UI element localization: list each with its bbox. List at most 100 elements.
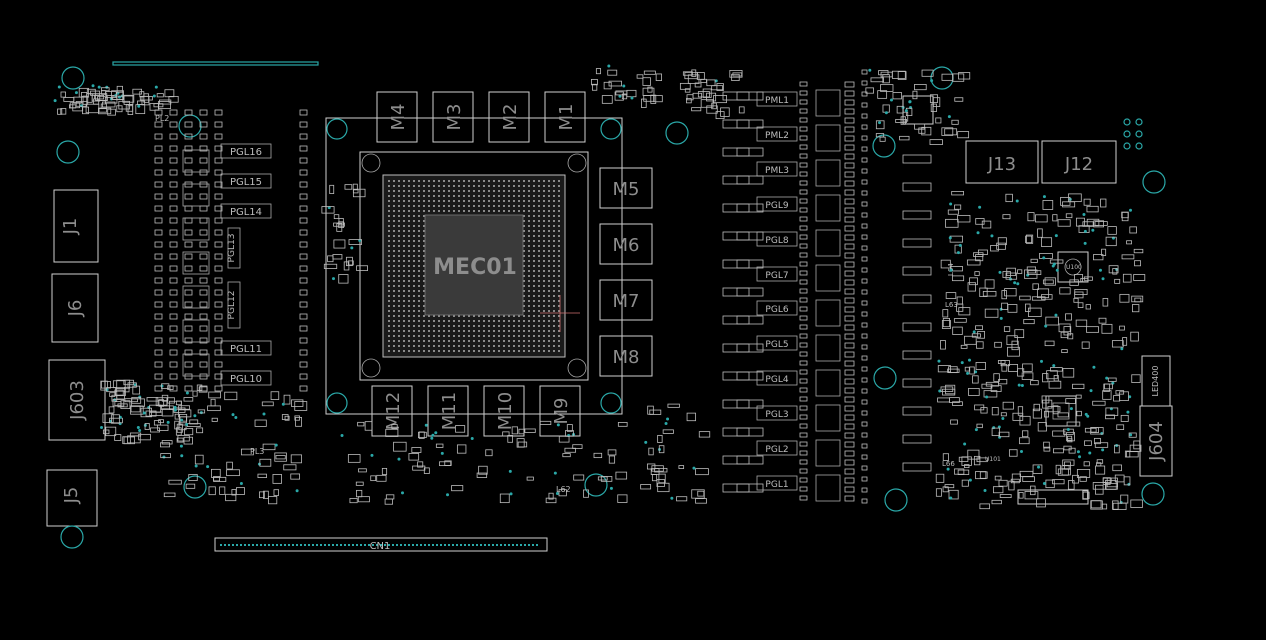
via: [618, 94, 622, 98]
ball: [473, 205, 475, 207]
pad: [154, 373, 163, 380]
component: [695, 498, 707, 504]
component: [1102, 390, 1112, 400]
ball: [528, 205, 530, 207]
component: [1072, 474, 1079, 484]
ball: [488, 325, 490, 327]
component: [608, 80, 622, 87]
component: [975, 362, 986, 370]
component: [992, 486, 1004, 494]
component: [1017, 269, 1023, 274]
ball: [523, 195, 525, 197]
ball: [543, 320, 545, 322]
component: [139, 96, 153, 101]
ball: [538, 245, 540, 247]
component: [511, 426, 518, 435]
component: [98, 107, 112, 115]
component: [591, 83, 598, 91]
ball: [418, 215, 420, 217]
ball: [543, 335, 545, 337]
ball: [428, 335, 430, 337]
ball: [473, 320, 475, 322]
ball: [543, 325, 545, 327]
component: [1019, 295, 1031, 301]
pad: [184, 253, 193, 260]
ball: [488, 320, 490, 322]
component: [262, 443, 276, 451]
ball: [538, 185, 540, 187]
component: [1077, 302, 1084, 308]
ball: [498, 345, 500, 347]
component: [603, 81, 612, 90]
pad: [184, 385, 193, 392]
pad: [169, 181, 178, 188]
ball: [408, 305, 410, 307]
memory-label: M1: [556, 104, 577, 131]
ball: [558, 225, 560, 227]
ball: [523, 345, 525, 347]
pad: [214, 133, 223, 140]
component: [101, 90, 107, 95]
ball: [538, 200, 540, 202]
ball: [553, 260, 555, 262]
via: [1001, 416, 1005, 420]
component: [1081, 341, 1090, 349]
ball: [423, 245, 425, 247]
component: [870, 77, 884, 83]
via: [1092, 365, 1096, 369]
ball: [493, 335, 495, 337]
via: [1101, 277, 1105, 281]
pad: [722, 483, 750, 493]
ball: [483, 200, 485, 202]
component: [976, 341, 984, 349]
component: [597, 476, 608, 481]
component: [499, 493, 510, 504]
component: [118, 100, 130, 110]
component: [456, 444, 467, 454]
pad: [199, 361, 208, 368]
component: [942, 309, 949, 318]
component: [647, 86, 653, 93]
inductor-label: PML3: [765, 166, 789, 176]
ball: [413, 235, 415, 237]
component: [1065, 313, 1072, 321]
ball: [503, 320, 505, 322]
ball: [398, 305, 400, 307]
via: [180, 418, 184, 422]
mosfet: [815, 159, 841, 187]
pad: [799, 117, 808, 123]
component: [595, 68, 602, 75]
component: [338, 218, 344, 226]
ball: [443, 340, 445, 342]
component: [998, 431, 1010, 438]
component: [974, 271, 980, 276]
pad: [722, 287, 750, 297]
ball: [403, 245, 405, 247]
pad: [844, 315, 855, 322]
ball: [393, 335, 395, 337]
ball: [413, 245, 415, 247]
component: [502, 431, 510, 437]
pad: [844, 144, 855, 151]
ball: [478, 320, 480, 322]
inductor-box: [756, 440, 798, 456]
via: [1013, 281, 1017, 285]
ball: [558, 185, 560, 187]
ball: [493, 180, 495, 182]
via: [1123, 142, 1131, 150]
memory-label: M11: [439, 392, 460, 430]
component: [636, 74, 644, 79]
pad: [169, 277, 178, 284]
ball: [548, 225, 550, 227]
ball: [503, 350, 505, 352]
ball: [423, 200, 425, 202]
inductor-label: PGL8: [765, 236, 788, 246]
ball: [498, 190, 500, 192]
pad: [722, 343, 750, 353]
connector-j12: [1041, 140, 1117, 184]
component: [607, 69, 618, 76]
ball: [498, 330, 500, 332]
ball: [473, 200, 475, 202]
ball: [558, 325, 560, 327]
